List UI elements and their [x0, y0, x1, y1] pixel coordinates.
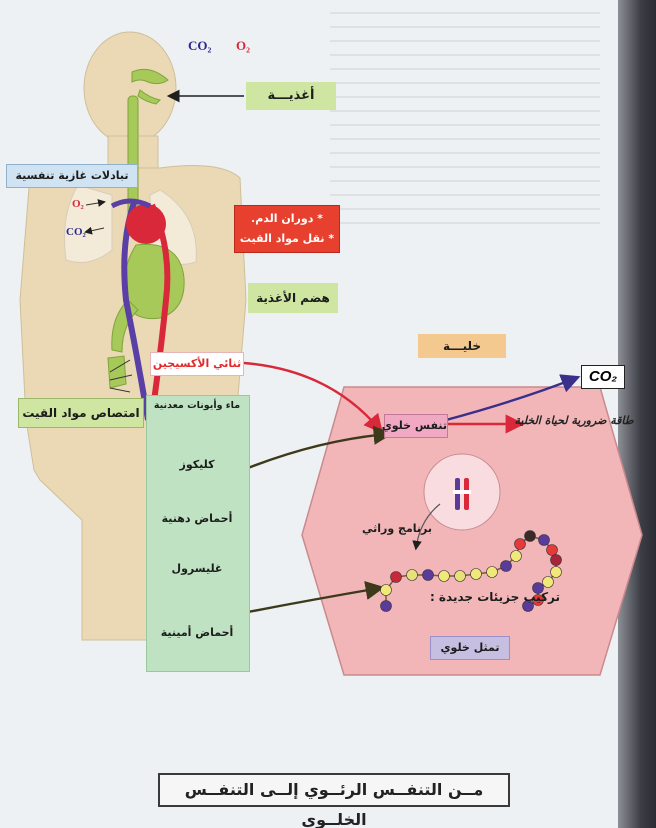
amino-acid-bead: [551, 555, 562, 566]
amino-acids-label: أحماض أمينية: [146, 626, 248, 639]
amino-acid-bead: [439, 571, 450, 582]
amino-acid-bead: [487, 567, 498, 578]
amino-acid-bead: [525, 531, 536, 542]
amino-acid-bead: [381, 601, 392, 612]
amino-acid-bead: [423, 570, 434, 581]
header-o2: O₂: [236, 38, 250, 54]
amino-acid-bead: [381, 585, 392, 596]
oxygen-label: ثنائي الأكسيجين: [150, 352, 244, 376]
co2-small-label: CO₂: [66, 226, 86, 238]
figure-caption: مــن التنفــس الرئــوي إلــى التنفــس ال…: [158, 773, 510, 807]
food-label: أغذيـــة: [246, 82, 336, 110]
cell-title: خليـــة: [418, 334, 506, 358]
circulation-line-1: * دوران الدم.: [235, 209, 339, 229]
fatty-acids-label: أحماض دهنية: [146, 512, 248, 525]
header-co2: CO₂: [188, 38, 211, 54]
assimilation-label: تمثل خلوي: [430, 636, 510, 660]
energy-label: طاقة ضرورية لحياة الخلية: [500, 414, 648, 427]
glycerol-label: غليسرول: [146, 562, 248, 575]
amino-acid-bead: [547, 545, 558, 556]
genetic-program-label: برنامج وراثي: [352, 522, 442, 535]
o2-small-label: O₂: [72, 198, 84, 210]
amino-acid-bead: [407, 570, 418, 581]
circulation-line-2: * نقل مواد القيت: [235, 229, 339, 249]
amino-acid-bead: [543, 577, 554, 588]
amino-acid-bead: [501, 561, 512, 572]
circulation-box: * دوران الدم. * نقل مواد القيت: [234, 205, 340, 253]
amino-acid-bead: [391, 572, 402, 583]
amino-acid-bead: [539, 535, 550, 546]
gas-exchange-label: تبادلات غازية تنفسية: [6, 164, 138, 188]
absorption-label: امتصاص مواد القيت: [18, 398, 144, 428]
amino-acid-bead: [511, 551, 522, 562]
cell-respiration-label: تنفس خلوي: [384, 414, 448, 438]
co2-output-box: CO₂: [581, 365, 625, 389]
amino-acid-bead: [551, 567, 562, 578]
synthesis-label: تركيب جزيئات جديدة :: [420, 590, 570, 604]
amino-acid-bead: [515, 539, 526, 550]
glucose-label: كليكوز: [146, 458, 248, 471]
digestion-label: هضم الأغذية: [248, 283, 338, 313]
water-ions-label: ماء وأيونات معدنية: [146, 400, 248, 411]
amino-acid-bead: [455, 571, 466, 582]
amino-acid-bead: [471, 569, 482, 580]
